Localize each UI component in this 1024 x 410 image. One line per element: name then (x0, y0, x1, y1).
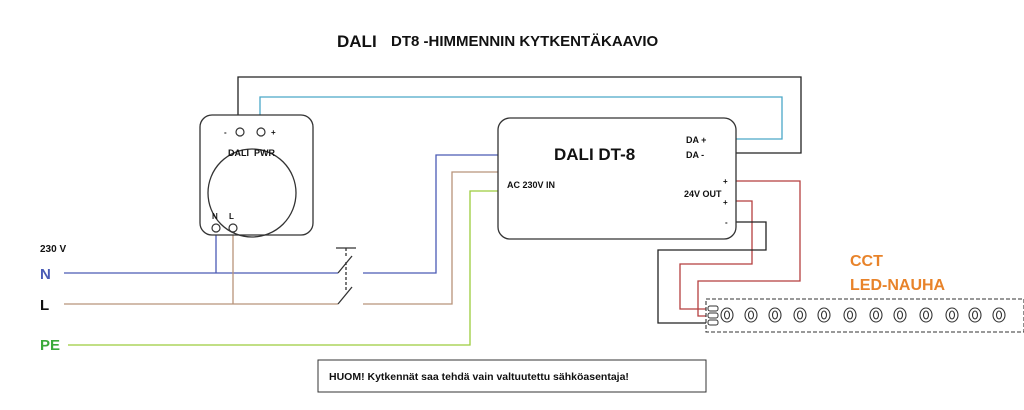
mains-pe-label: PE (40, 337, 60, 354)
neutral-wire-out (363, 154, 498, 274)
led-chip-core (971, 310, 979, 320)
led-wire-2 (679, 200, 753, 310)
warning-text: HUOM! Kytkennät saa tehdä vain valtuutet… (329, 371, 629, 383)
driver-out-minus: - (725, 218, 728, 227)
dimmer-pwr-label: PWR (254, 148, 275, 158)
led-chip (869, 307, 883, 323)
led-chip (843, 307, 857, 323)
led-chip-core (948, 310, 956, 320)
driver-ac-in: AC 230V IN (507, 180, 555, 190)
warning-box (317, 359, 707, 393)
dimmer-n-label: N (212, 212, 218, 221)
title-main: DT8 -HIMMENNIN KYTKENTÄKAAVIO (391, 33, 659, 50)
dimmer-terminal-dali (235, 127, 245, 137)
mains-voltage: 230 V (40, 244, 66, 255)
led-chip (744, 307, 758, 323)
led-chip-core (771, 310, 779, 320)
led-chip-core (872, 310, 880, 320)
led-strip (705, 298, 1024, 333)
dali-dt8-driver: DALI DT-8 DA + DA - AC 230V IN 24V OUT +… (497, 117, 737, 240)
driver-title: DALI DT-8 (554, 145, 635, 164)
led-label-nauha: LED-NAUHA (850, 277, 946, 294)
led-chip-core (820, 310, 828, 320)
dimmer-minus-label: - (224, 128, 227, 137)
led-chip (992, 307, 1006, 323)
led-chip-core (995, 310, 1003, 320)
led-label-cct: CCT (850, 253, 883, 270)
led-chip-core (723, 310, 731, 320)
led-chip (817, 307, 831, 323)
dimmer-l-label: L (229, 212, 234, 221)
mains-l-label: L (40, 297, 49, 314)
mains-n-label: N (40, 266, 51, 283)
dimmer-terminal-l (228, 223, 238, 233)
led-chip (919, 307, 933, 323)
dali-plus-wire (259, 96, 783, 140)
led-chip (793, 307, 807, 323)
led-chip (893, 307, 907, 323)
dimmer-plus-label: + (271, 128, 276, 137)
led-chip-core (846, 310, 854, 320)
driver-out-label: 24V OUT (684, 189, 722, 199)
dali-minus-wire (237, 76, 802, 154)
led-chip-core (922, 310, 930, 320)
led-chip (945, 307, 959, 323)
driver-da-plus: DA + (686, 135, 706, 145)
dali-dimmer: - + DALI PWR N L (199, 114, 314, 238)
led-wire-3 (657, 221, 767, 324)
driver-da-minus: DA - (686, 150, 704, 160)
live-wire-out (363, 171, 498, 305)
led-chip-core (796, 310, 804, 320)
dimmer-dali-label: DALI (228, 148, 249, 158)
led-chip-core (747, 310, 755, 320)
led-wire-1 (697, 180, 801, 317)
earth-wire (68, 190, 498, 346)
led-chip (768, 307, 782, 323)
led-chip (968, 307, 982, 323)
driver-out-plus-1: + (723, 177, 728, 186)
led-chip (720, 307, 734, 323)
mains-switch (336, 247, 356, 305)
driver-out-plus-2: + (723, 198, 728, 207)
title-dali: DALI (337, 32, 377, 51)
led-chip-core (896, 310, 904, 320)
dimmer-terminal-pwr (256, 127, 266, 137)
dimmer-terminal-n (211, 223, 221, 233)
